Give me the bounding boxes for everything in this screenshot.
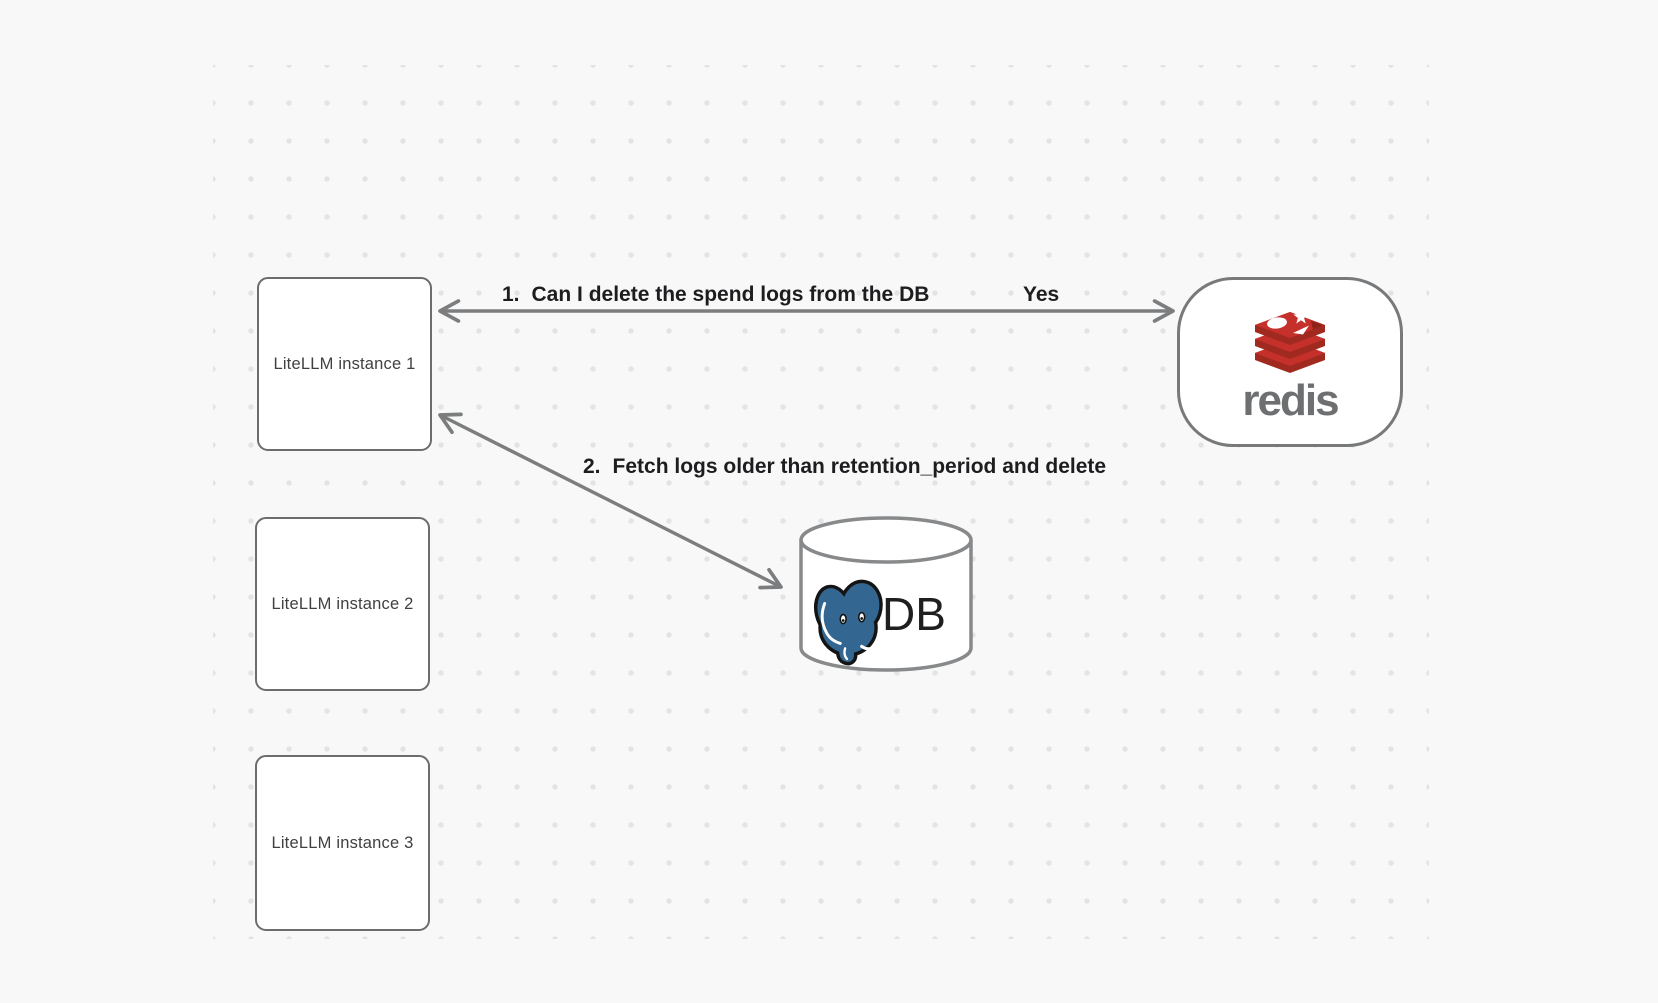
- node-litellm-instance-3[interactable]: LiteLLM instance 3: [255, 755, 430, 931]
- node-postgres-db[interactable]: DB: [797, 514, 975, 676]
- arrow1-number: 1.: [502, 283, 520, 306]
- arrow-instance1-to-db[interactable]: [438, 412, 783, 590]
- arrow2-label: 2. Fetch logs older than retention_period…: [583, 455, 1106, 478]
- node-label: LiteLLM instance 1: [273, 354, 416, 373]
- arrow1-response-label: Yes: [1023, 283, 1059, 306]
- arrow2-text: Fetch logs older than retention_period a…: [612, 455, 1107, 478]
- node-litellm-instance-1[interactable]: LiteLLM instance 1: [257, 277, 432, 451]
- arrow1-response: Yes: [1023, 283, 1060, 306]
- redis-wordmark: redis: [1242, 376, 1339, 425]
- postgresql-elephant-icon: [813, 579, 883, 666]
- node-litellm-instance-2[interactable]: LiteLLM instance 2: [255, 517, 430, 691]
- db-label: DB: [882, 588, 946, 640]
- node-label: LiteLLM instance 3: [271, 833, 414, 852]
- arrow1-label: 1. Can I delete the spend logs from the D…: [502, 283, 929, 306]
- arrow1-text: Can I delete the spend logs from the DB: [531, 283, 930, 306]
- node-label: LiteLLM instance 2: [271, 594, 414, 613]
- arrow2-number: 2.: [583, 455, 601, 478]
- node-redis[interactable]: redis: [1177, 277, 1403, 447]
- redis-stack-icon: [1255, 309, 1325, 373]
